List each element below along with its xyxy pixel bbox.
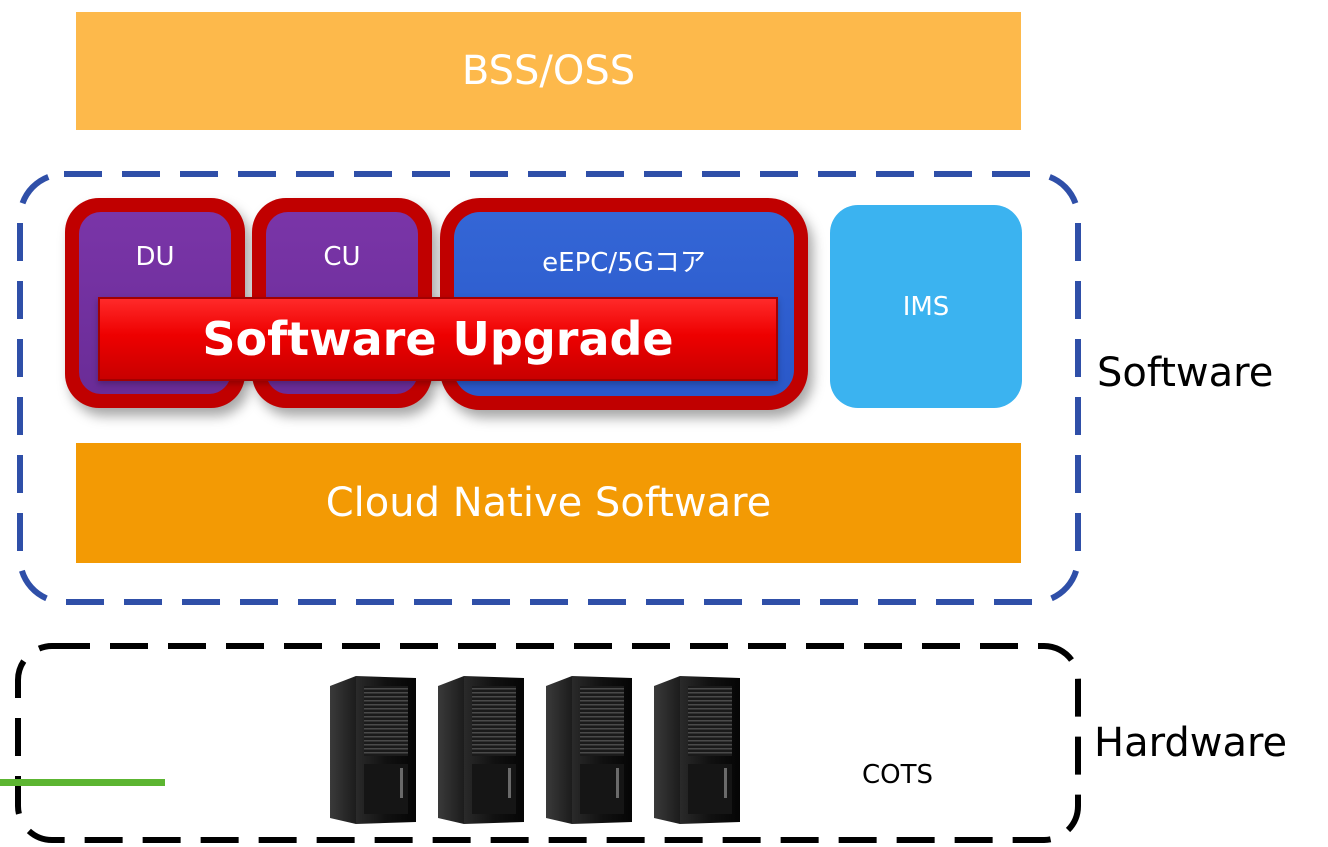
server-rack-icon <box>546 676 632 824</box>
software-group-border <box>17 171 1081 605</box>
server-rack-icon <box>654 676 740 824</box>
server-rack-icon <box>330 676 416 824</box>
software-upgrade-label: Software Upgrade <box>202 312 674 366</box>
ims-label: IMS <box>902 291 950 322</box>
hardware-layer-label: Hardware <box>1094 720 1288 766</box>
server-rack-icon <box>438 676 524 824</box>
accent-line <box>0 779 165 786</box>
bss-oss-label: BSS/OSS <box>461 48 636 94</box>
du-label: DU <box>135 242 175 272</box>
cloud-native-software-block: Cloud Native Software <box>76 443 1021 563</box>
server-racks <box>330 676 740 824</box>
epc-label: eEPC/5Gコア <box>542 248 706 278</box>
cloud-native-label: Cloud Native Software <box>325 480 772 526</box>
software-upgrade-banner: Software Upgrade <box>98 297 778 381</box>
hardware-group-border <box>15 643 1081 843</box>
ims-block: IMS <box>830 205 1022 408</box>
cu-label: CU <box>323 242 361 272</box>
cots-label: COTS <box>862 760 934 790</box>
software-layer-label: Software <box>1097 350 1274 396</box>
bss-oss-block: BSS/OSS <box>76 12 1021 130</box>
